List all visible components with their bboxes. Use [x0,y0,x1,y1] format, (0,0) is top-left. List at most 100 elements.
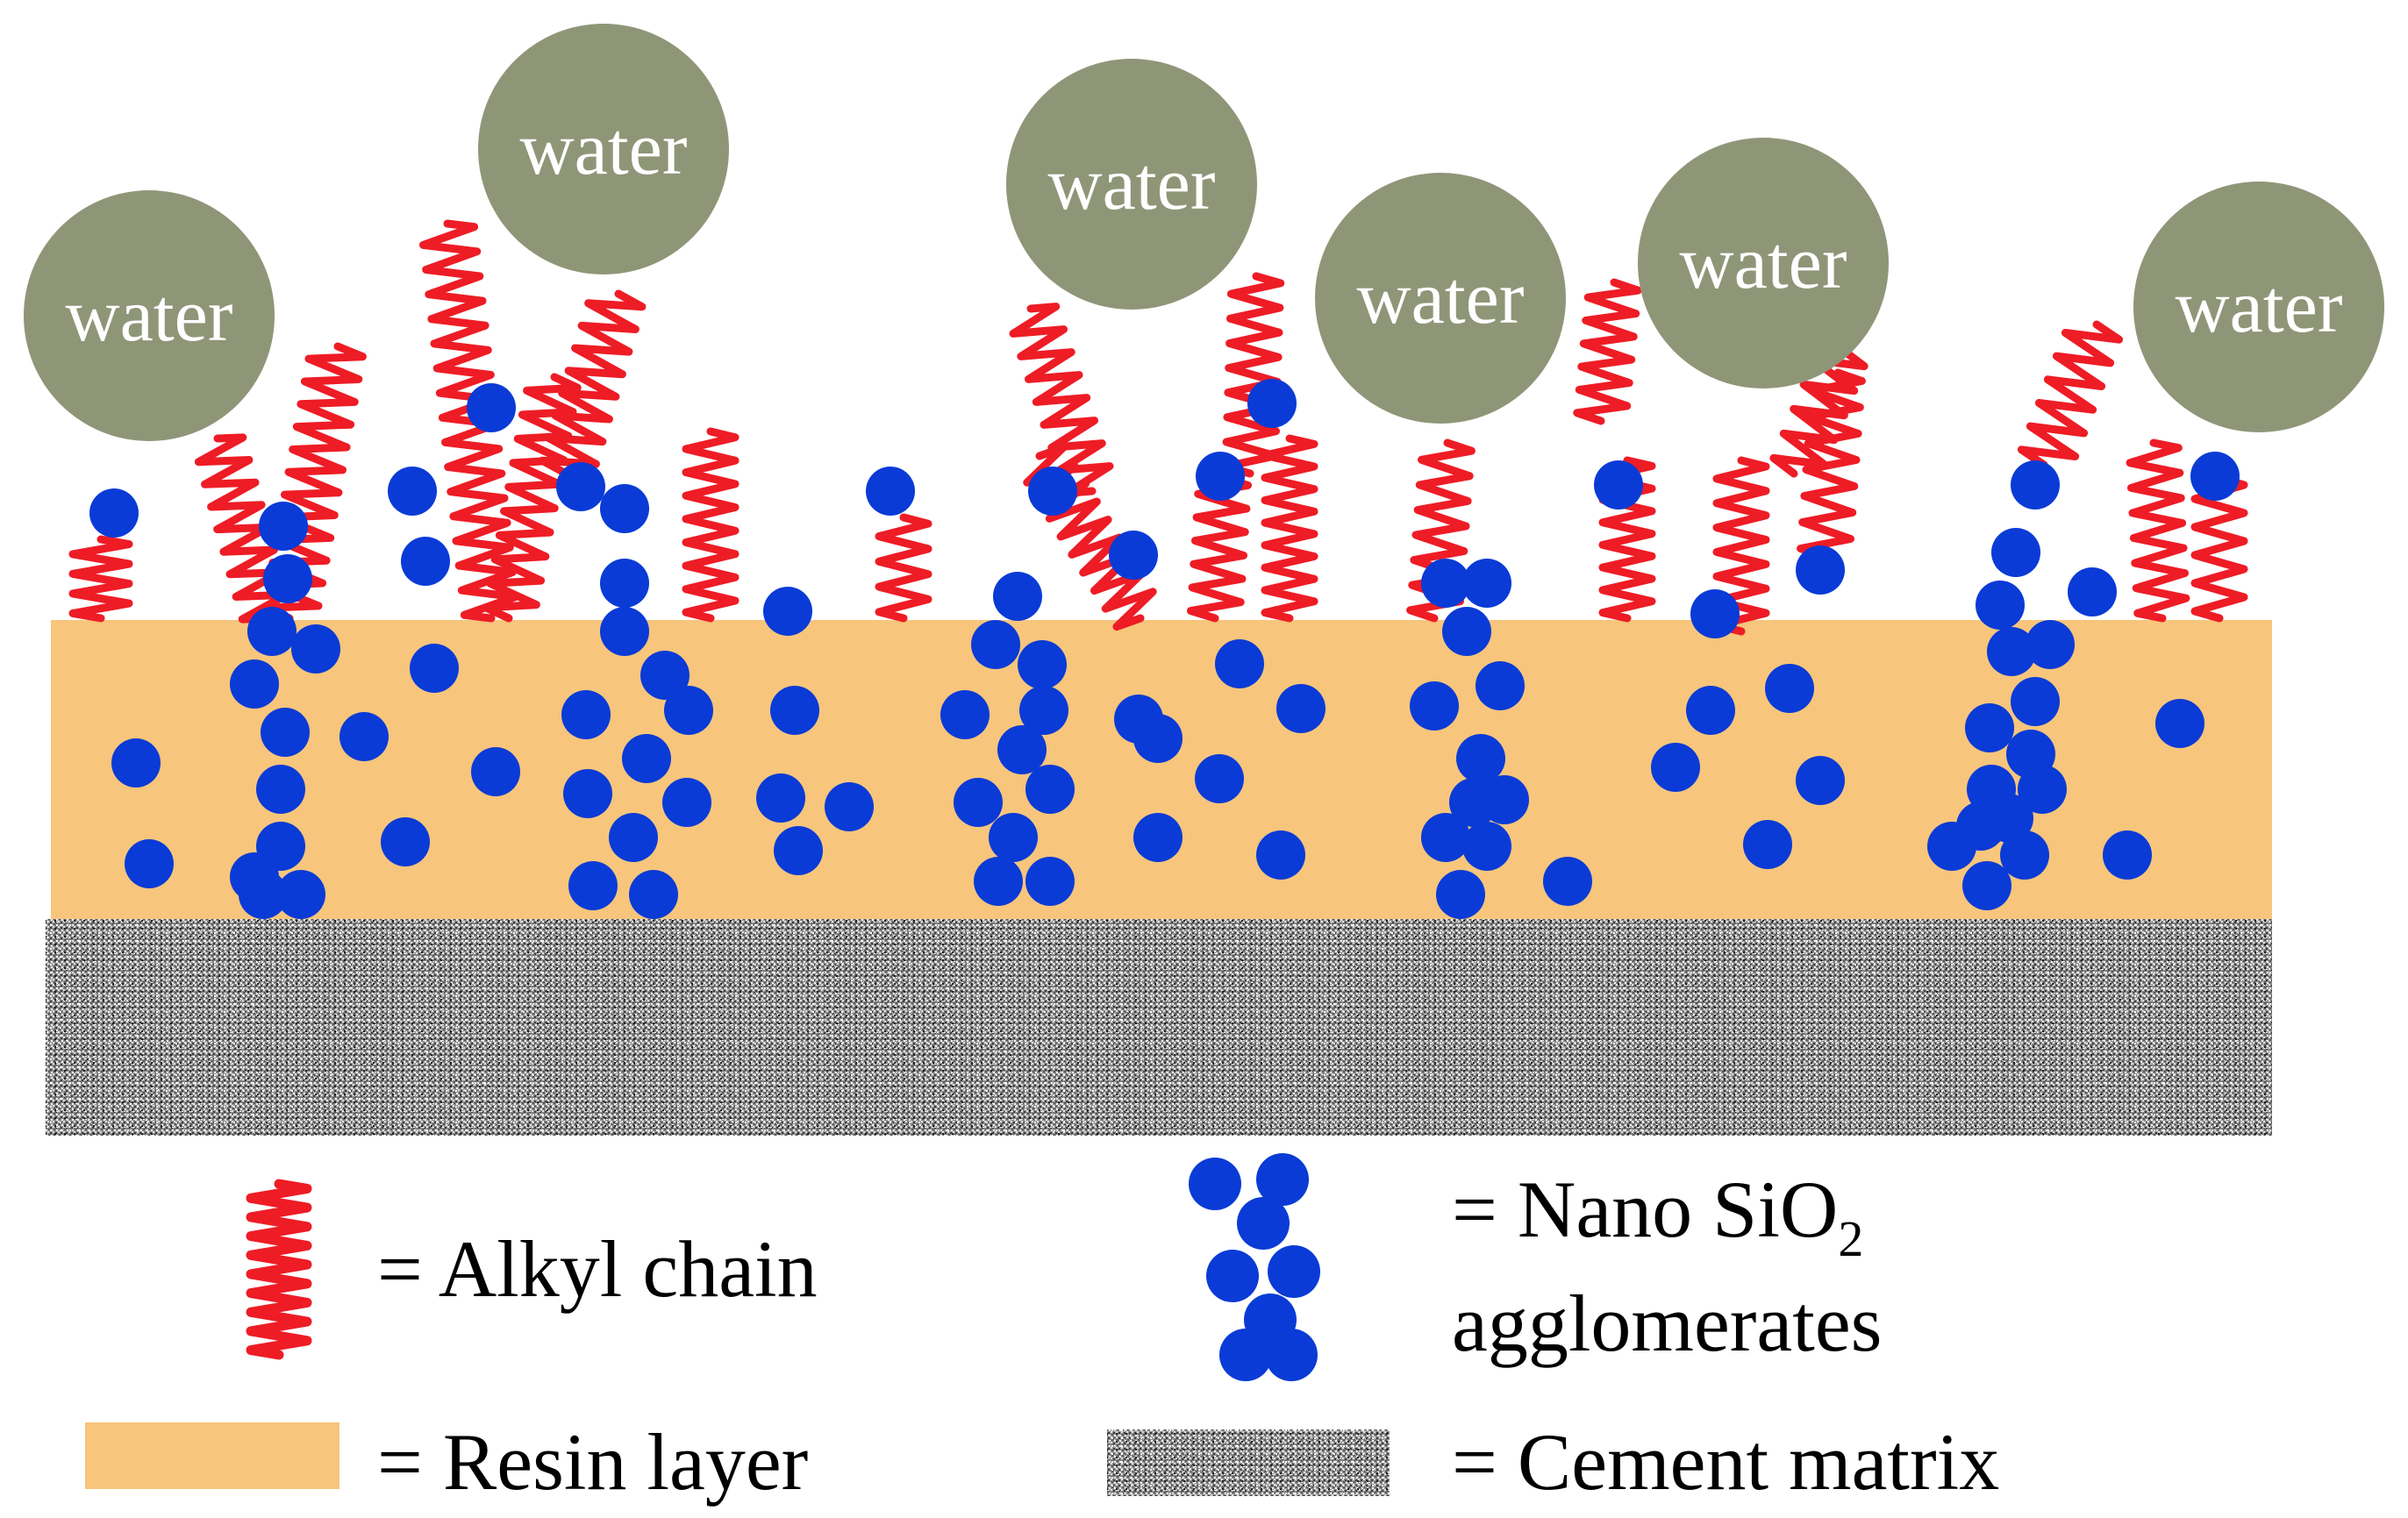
legend-nano-sio2-label: = Nano SiO2 [1452,1165,1863,1267]
nano-sio2-particle [471,747,520,796]
nano-sio2-particle [1019,686,1068,735]
nano-sio2-particle [770,686,819,735]
water-droplet-circle [1006,59,1257,310]
nano-sio2-particle [974,857,1023,906]
water-droplet: water [478,24,729,274]
legend-nano-sio2-line1: = Nano SiO [1452,1165,1838,1254]
nano-sio2-particle [825,782,874,831]
alkyl-chain [682,427,740,623]
water-droplet: water [1638,138,1889,388]
nano-sio2-particle [1456,734,1505,783]
nano-sio2-particle [1018,640,1067,689]
nano-sio2-particle [600,559,649,608]
alkyl-chain [261,342,367,623]
legend-alkyl-chain-icon [246,1179,312,1360]
nano-sio2-particle [261,708,310,757]
alkyl-chain [875,513,932,623]
nano-sio2-particle [971,620,1020,669]
nano-sio2-particle [1109,531,1158,580]
nano-sio2-particle [1796,756,1845,805]
nano-sio2-particle [609,813,658,862]
nano-sio2-particle [1256,1153,1309,1206]
legend-nano-sio2-icon [1189,1153,1320,1381]
nano-sio2-particle [1276,684,1325,733]
nano-sio2-particle [993,572,1042,621]
nano-sio2-particle [1219,1329,1272,1381]
nano-sio2-particle [1265,1329,1318,1381]
nano-sio2-particle [247,607,297,656]
nano-sio2-particle [2026,620,2075,669]
nano-sio2-particle [600,484,649,533]
alkyl-chain [1187,474,1252,623]
nano-sio2-particle [1189,1158,1241,1210]
nano-sio2-particle [1196,452,1245,501]
alkyl-chains [68,219,2248,636]
alkyl-chain [68,535,133,623]
nano-sio2-particle [1743,820,1792,869]
nano-sio2-particle [1436,870,1485,919]
legend-cement-swatch-texture [1107,1429,1390,1496]
nano-sio2-particle [1991,528,2040,577]
nano-sio2-particle [1133,813,1183,862]
water-droplet-circle [1315,173,1566,424]
water-label: water [66,273,233,357]
alkyl-chain [1797,368,1866,561]
nano-sio2-particle [622,734,671,783]
legend-nano-sio2-label-line2: agglomerates [1452,1279,1882,1368]
alkyl-chain [1221,272,1285,478]
nano-sio2-particle [2000,830,2049,880]
nano-sio2-particle [1594,460,1643,510]
nano-sio2-particles [89,379,2240,919]
nano-sio2-particle [774,826,823,875]
legend-resin-swatch [85,1422,339,1489]
nano-sio2-particle [1686,686,1735,735]
nano-sio2-particle [664,686,713,735]
nano-sio2-particle [1421,559,1470,608]
alkyl-chain [538,289,647,478]
legend-cement-label: = Cement matrix [1452,1417,1999,1507]
nano-sio2-particle [1476,661,1525,710]
nano-sio2-particle [1025,765,1075,814]
nano-sio2-particle [256,765,305,814]
nano-sio2-particle [1965,703,2014,752]
water-label: water [1680,220,1847,304]
water-droplet: water [1006,59,1257,310]
nano-sio2-particle [2155,699,2204,748]
nano-sio2-particle [89,488,139,538]
nano-sio2-particle [640,651,690,700]
nano-sio2-particle [467,383,516,432]
nano-sio2-particle [756,773,805,823]
nano-sio2-particle [1480,775,1529,824]
nano-sio2-particle [276,870,325,919]
water-label: water [1048,141,1216,225]
water-droplet-circle [24,190,275,441]
nano-sio2-particle [2103,830,2152,880]
alkyl-chain [2017,320,2124,469]
nano-sio2-particle [1987,627,2036,676]
alkyl-chain [194,433,291,624]
water-droplet-circle [2133,182,2384,432]
nano-sio2-particle [662,778,711,827]
nano-sio2-particle [1543,857,1592,906]
water-droplet: water [2133,182,2384,432]
nano-sio2-particle [291,624,340,673]
nano-sio2-particle [1025,857,1075,906]
nano-sio2-particle [997,725,1047,774]
nano-sio2-particle [1421,813,1470,862]
nano-sio2-particle [2018,765,2067,814]
nano-sio2-particle [2068,567,2117,616]
alkyl-chain [246,1179,312,1360]
nano-sio2-particle [1268,1245,1320,1298]
nano-sio2-particle [1256,830,1305,880]
nano-sio2-particle [563,769,612,818]
legend: = Alkyl chain = Nano SiO2 agglomerates =… [85,1153,1999,1507]
alkyl-chain [482,373,582,623]
nano-sio2-particle [954,778,1003,827]
nano-sio2-particle [568,861,618,910]
nano-sio2-particle [1984,794,2033,843]
nano-sio2-particle [1651,743,1700,792]
nano-sio2-particle [989,813,1038,862]
nano-sio2-particle [1962,861,2011,910]
